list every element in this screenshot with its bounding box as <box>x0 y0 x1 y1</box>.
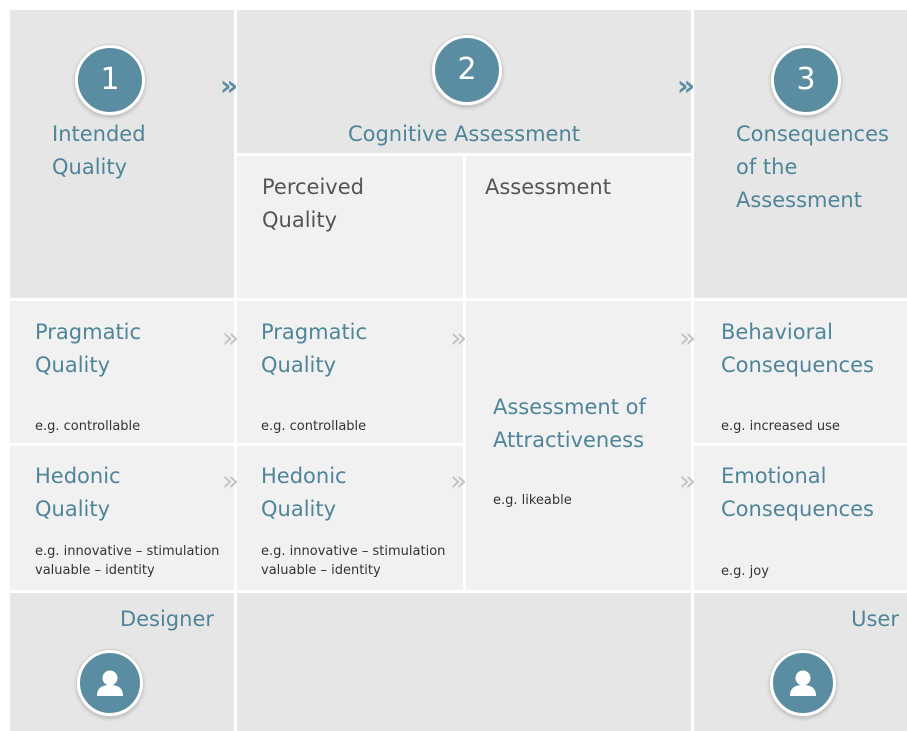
hedonic-quality-title: Hedonic Quality <box>261 464 347 521</box>
behavioral-consequences: Behavioral Consequences e.g. increased u… <box>694 301 907 443</box>
person-icon <box>77 650 143 716</box>
assessment-title: Assessment <box>485 175 611 199</box>
step-1-badge: 1 <box>75 45 145 115</box>
double-chevron-right-icon: » <box>450 321 468 354</box>
step-2-badge: 2 <box>432 35 502 105</box>
emotional-consequences-example: e.g. joy <box>721 564 769 579</box>
cognitive-assessment-title: Cognitive Assessment <box>347 122 581 146</box>
hedonic-quality-perceived: Hedonic Quality e.g. innovative – stimul… <box>237 446 463 590</box>
emotional-consequences: Emotional Consequences e.g. joy <box>694 446 907 590</box>
person-icon <box>770 650 836 716</box>
double-chevron-right-icon: » <box>220 69 239 102</box>
double-chevron-right-icon: » <box>679 321 697 354</box>
user-label: User <box>851 607 899 631</box>
hedonic-quality-example: e.g. innovative – stimulation valuable –… <box>35 544 220 578</box>
hedonic-quality-example: e.g. innovative – stimulation valuable –… <box>261 544 446 578</box>
behavioral-consequences-example: e.g. increased use <box>721 419 840 434</box>
intended-quality-header: 1 Intended Quality <box>10 10 234 298</box>
assessment-header: Assessment <box>466 156 691 298</box>
pragmatic-quality-title: Pragmatic Quality <box>35 320 142 377</box>
pragmatic-quality-example: e.g. controllable <box>261 419 367 434</box>
perceived-quality-title: Perceived Quality <box>262 175 364 232</box>
hedonic-quality-title: Hedonic Quality <box>35 464 121 521</box>
pragmatic-quality-example: e.g. controllable <box>35 419 141 434</box>
pragmatic-quality-title: Pragmatic Quality <box>261 320 368 377</box>
attractiveness-title: Assessment of Attractiveness <box>493 395 646 452</box>
consequences-header: 3 Consequences of the Assessment <box>694 10 907 298</box>
behavioral-consequences-title: Behavioral Consequences <box>721 320 874 377</box>
hedonic-quality-designer: Hedonic Quality e.g. innovative – stimul… <box>10 446 234 590</box>
pragmatic-quality-designer: Pragmatic Quality e.g. controllable <box>10 301 234 443</box>
emotional-consequences-title: Emotional Consequences <box>721 464 874 521</box>
double-chevron-right-icon: » <box>450 464 468 497</box>
double-chevron-right-icon: » <box>222 464 240 497</box>
cognitive-assessment-header: 2 Cognitive Assessment <box>237 10 691 153</box>
step-3-badge: 3 <box>771 45 841 115</box>
pragmatic-quality-perceived: Pragmatic Quality e.g. controllable <box>237 301 463 443</box>
designer-panel: Designer <box>10 593 234 731</box>
user-panel: User <box>694 593 907 731</box>
double-chevron-right-icon: » <box>679 464 697 497</box>
double-chevron-right-icon: » <box>677 69 696 102</box>
designer-label: Designer <box>119 607 214 631</box>
intended-quality-title: Intended Quality <box>52 122 146 179</box>
assessment-of-attractiveness: Assessment of Attractiveness e.g. likeab… <box>466 301 691 590</box>
consequences-title: Consequences of the Assessment <box>736 122 889 212</box>
double-chevron-right-icon: » <box>222 321 240 354</box>
middle-bottom-panel <box>237 593 691 731</box>
attractiveness-example: e.g. likeable <box>493 493 572 508</box>
perceived-quality-header: Perceived Quality <box>237 156 463 298</box>
